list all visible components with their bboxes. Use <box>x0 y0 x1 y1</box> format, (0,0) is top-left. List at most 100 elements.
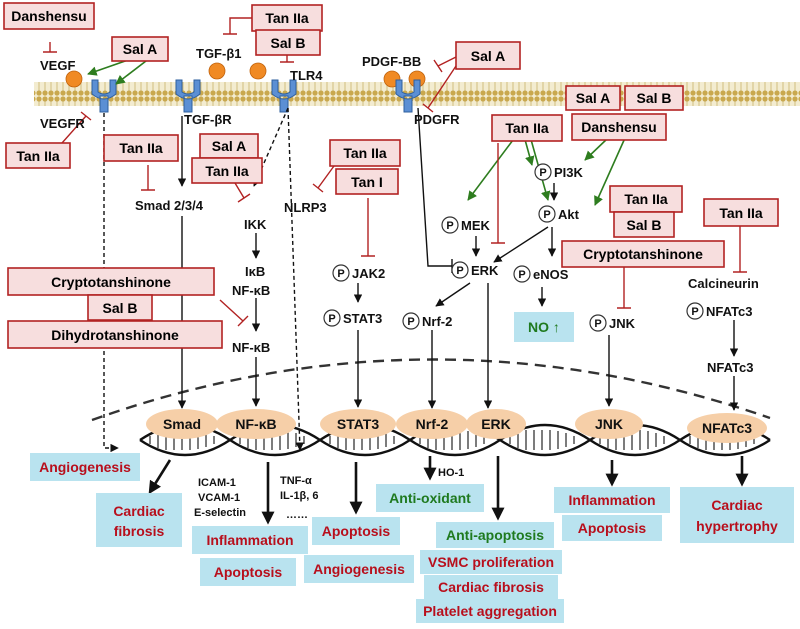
svg-text:Platelet aggregation: Platelet aggregation <box>423 603 557 619</box>
svg-text:eNOS: eNOS <box>533 267 569 282</box>
svg-text:Sal A: Sal A <box>471 48 506 64</box>
drug-sal-a-pdgf: Sal A <box>455 41 521 70</box>
label-tgfbr: TGF-βR <box>184 112 232 127</box>
svg-text:Cardiac fibrosis: Cardiac fibrosis <box>438 579 544 595</box>
svg-text:Dihydrotanshinone: Dihydrotanshinone <box>51 327 179 343</box>
svg-text:Sal A: Sal A <box>212 138 247 154</box>
svg-text:Akt: Akt <box>558 207 580 222</box>
svg-text:Sal B: Sal B <box>102 300 137 316</box>
outcome-apoptosis-jnk: Apoptosis <box>562 515 662 541</box>
svg-text:Anti-apoptosis: Anti-apoptosis <box>446 527 544 543</box>
svg-text:Danshensu: Danshensu <box>11 8 86 24</box>
svg-text:Tan IIa: Tan IIa <box>16 148 60 164</box>
vegf-ligand-icon <box>65 70 83 88</box>
svg-text:Angiogenesis: Angiogenesis <box>313 561 405 577</box>
svg-text:Inflammation: Inflammation <box>206 532 293 548</box>
gene-ellipsis: …… <box>286 509 308 521</box>
svg-text:NFATc3: NFATc3 <box>706 304 752 319</box>
node-nfatc3: P NFATc3 <box>686 302 752 320</box>
label-smad234: Smad 2/3/4 <box>135 198 204 213</box>
svg-text:ERK: ERK <box>471 263 499 278</box>
outcome-angiogenesis-left: Angiogenesis <box>30 453 140 481</box>
svg-text:Smad: Smad <box>163 416 201 432</box>
svg-text:Sal B: Sal B <box>626 217 661 233</box>
outcome-apoptosis-stat3: Apoptosis <box>312 517 400 545</box>
svg-text:P: P <box>594 318 601 330</box>
gene-vcam1: VCAM-1 <box>198 492 240 504</box>
tf-erk: ERK <box>466 409 526 439</box>
svg-text:Tan IIa: Tan IIa <box>719 205 763 221</box>
node-nrf2: P Nrf-2 <box>402 312 452 330</box>
svg-text:P: P <box>456 265 463 277</box>
svg-text:Sal A: Sal A <box>576 90 611 106</box>
tf-nfatc3: NFATc3 <box>687 413 767 443</box>
outcome-angiogenesis-mid: Angiogenesis <box>304 555 414 583</box>
outcome-arrows <box>148 456 749 525</box>
outcome-cardiac-fibrosis-left: Cardiac fibrosis <box>96 493 182 547</box>
gene-eselectin: E-selectin <box>194 507 246 519</box>
svg-text:Tan IIa: Tan IIa <box>265 10 309 26</box>
svg-text:hypertrophy: hypertrophy <box>696 518 778 534</box>
label-nfkb-complex: NF-κB <box>232 283 270 298</box>
svg-text:Tan I: Tan I <box>351 174 383 190</box>
tf-nfkb: NF-κB <box>216 409 296 439</box>
svg-text:P: P <box>691 306 698 318</box>
svg-text:P: P <box>543 209 550 221</box>
svg-text:Anti-oxidant: Anti-oxidant <box>389 490 471 506</box>
drug-sal-a-ikk: Sal A <box>199 133 259 159</box>
svg-text:fibrosis: fibrosis <box>114 523 165 539</box>
drug-tan-iia-nlrp3: Tan IIa <box>329 139 401 167</box>
outcome-anti-oxidant: Anti-oxidant <box>376 484 484 512</box>
label-nlrp3: NLRP3 <box>284 200 327 215</box>
outcome-vsmc-proliferation: VSMC proliferation <box>420 550 562 574</box>
drug-tan-iia-smad: Tan IIa <box>103 134 179 162</box>
svg-text:Apoptosis: Apoptosis <box>214 564 283 580</box>
node-pi3k: P PI3K <box>534 163 584 181</box>
drug-tan-iia-jnk: Tan IIa <box>609 185 683 213</box>
svg-text:P: P <box>539 167 546 179</box>
outcome-anti-apoptosis: Anti-apoptosis <box>436 522 554 548</box>
label-pdgfr: PDGFR <box>414 112 460 127</box>
svg-text:P: P <box>518 269 525 281</box>
label-pdgfbb: PDGF-BB <box>362 54 421 69</box>
drug-cryptotanshinone-nfkb: Cryptotanshinone <box>7 267 215 296</box>
svg-text:Apoptosis: Apoptosis <box>322 523 391 539</box>
svg-text:MEK: MEK <box>461 218 491 233</box>
svg-text:Cardiac: Cardiac <box>113 503 165 519</box>
vegfr-receptor-icon <box>91 79 117 113</box>
tf-smad: Smad <box>146 409 218 439</box>
svg-text:JNK: JNK <box>609 316 636 331</box>
drug-sal-a-right: Sal A <box>565 85 621 111</box>
svg-text:NFATc3: NFATc3 <box>702 420 752 436</box>
svg-text:Sal B: Sal B <box>636 90 671 106</box>
drug-sal-b-jnk: Sal B <box>613 211 675 238</box>
drug-sal-b-tlr4: Sal B <box>255 29 321 56</box>
svg-text:Sal A: Sal A <box>123 41 158 57</box>
svg-text:Tan IIa: Tan IIa <box>119 140 163 156</box>
drug-tan-iia-tgf: Tan IIa <box>251 4 323 32</box>
svg-text:Nrf-2: Nrf-2 <box>422 314 452 329</box>
label-nfkb: NF-κB <box>232 340 270 355</box>
inhibition-lines <box>43 17 747 327</box>
drug-tan-iia-ikk: Tan IIa <box>191 157 263 184</box>
drug-tan-iia-calcineurin: Tan IIa <box>703 198 779 227</box>
drug-danshensu-right: Danshensu <box>571 113 667 141</box>
drug-tan-iia-vegfr: Tan IIa <box>5 142 71 169</box>
nitric-oxide-box: NO ↑ <box>514 312 574 342</box>
label-vegfr: VEGFR <box>40 116 85 131</box>
outcome-inflammation-mid: Inflammation <box>192 526 308 554</box>
svg-text:JAK2: JAK2 <box>352 266 385 281</box>
svg-text:ERK: ERK <box>481 416 511 432</box>
label-tgfb1: TGF-β1 <box>196 46 242 61</box>
drug-tan-i-jak2: Tan I <box>335 168 399 195</box>
drug-tan-iia-mek: Tan IIa <box>491 114 563 142</box>
tgf-ligand-icon <box>208 62 226 80</box>
svg-text:NO ↑: NO ↑ <box>528 319 560 335</box>
label-tlr4: TLR4 <box>290 68 323 83</box>
label-vegf: VEGF <box>40 58 75 73</box>
tgfbr-receptor-icon <box>175 79 201 113</box>
gene-ho1: HO-1 <box>438 467 464 479</box>
svg-text:P: P <box>407 316 414 328</box>
svg-text:Tan IIa: Tan IIa <box>624 191 668 207</box>
drug-sal-b-nfkb: Sal B <box>87 294 153 321</box>
